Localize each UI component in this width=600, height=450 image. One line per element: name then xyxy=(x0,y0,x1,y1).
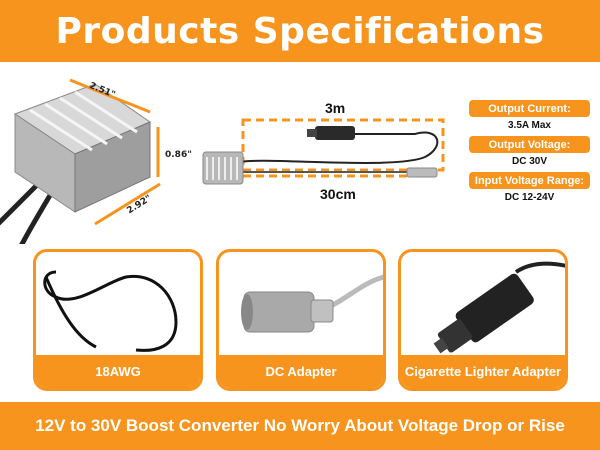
card-label-dc-adapter: DC Adapter xyxy=(219,355,383,388)
cable-diagram xyxy=(202,118,445,185)
card-18awg: 18AWG xyxy=(33,249,203,391)
footer-banner: 12V to 30V Boost Converter No Worry Abou… xyxy=(0,402,600,450)
card-label-18awg: 18AWG xyxy=(36,355,200,388)
cable-length-long: 3m xyxy=(325,100,346,116)
header-banner: Products Specifications xyxy=(0,0,600,62)
car-charger-icon xyxy=(433,261,565,354)
wire-icon xyxy=(43,270,178,352)
spec-label-output-current: Output Current: xyxy=(469,100,590,117)
spec-value-input-voltage: DC 12-24V xyxy=(504,192,555,203)
card-dc-adapter: DC Adapter xyxy=(216,249,386,391)
card-cigarette-adapter: Cigarette Lighter Adapter xyxy=(398,249,568,391)
spec-label-output-voltage: Output Voltage: xyxy=(469,136,590,153)
spec-value-output-current: 3.5A Max xyxy=(508,120,551,131)
converter-module-image: 2.51" 0.86" 2.92" xyxy=(0,78,192,244)
cable-length-short: 30cm xyxy=(320,186,356,202)
dc-plug-icon xyxy=(241,274,383,333)
card-label-cigarette-adapter: Cigarette Lighter Adapter xyxy=(401,355,565,388)
product-diagram: 2.51" 0.86" 2.92" 3m 30cm Output Current… xyxy=(0,62,600,244)
spec-label-input-voltage: Input Voltage Range: xyxy=(469,172,590,189)
page-title: Products Specifications xyxy=(55,10,545,52)
spec-value-output-voltage: DC 30V xyxy=(511,156,547,167)
footer-text: 12V to 30V Boost Converter No Worry Abou… xyxy=(35,416,565,435)
dim-height-label: 0.86" xyxy=(165,150,192,160)
